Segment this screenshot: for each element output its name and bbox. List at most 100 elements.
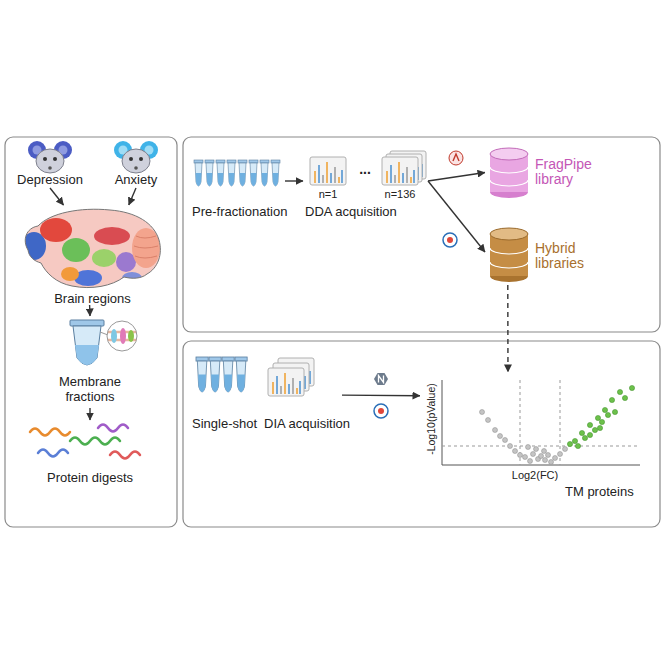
- volcano-plot: [617, 389, 622, 394]
- volcano-plot: [575, 443, 580, 448]
- sample-tubes: [222, 357, 234, 392]
- peptide-squiggles: [70, 438, 120, 445]
- dia-spectra: [268, 358, 314, 396]
- dda-spectra: [310, 151, 426, 185]
- volcano-plot: [503, 438, 508, 443]
- volcano-plot: [534, 447, 539, 452]
- mouse-icon: [122, 149, 150, 173]
- fraction-tubes: [194, 160, 203, 186]
- volcano-plot: [508, 444, 513, 449]
- spectronaut-logo: [443, 233, 457, 247]
- volcano-plot: [563, 447, 568, 452]
- axis-label: Log2(FC): [505, 468, 565, 482]
- brain-illustration: [94, 227, 130, 245]
- mouse-icon: [48, 166, 52, 170]
- tube-illustration: [75, 345, 99, 365]
- sample-tubes: [196, 357, 247, 392]
- volcano-plot: [543, 458, 548, 463]
- volcano-plot: [612, 409, 617, 414]
- stage-caption: DIA acquisition: [264, 416, 342, 431]
- spectronaut-logo: [378, 408, 384, 414]
- stage-caption: Pre-fractionation: [192, 204, 285, 219]
- library-cylinder: [490, 167, 528, 186]
- spectronaut-logo: [374, 404, 388, 418]
- fraction-tubes: [216, 160, 225, 186]
- count-label: n=136: [378, 187, 422, 201]
- brain-illustration: [134, 236, 158, 258]
- volcano-plot: [442, 380, 640, 465]
- flow-arrow: [89, 408, 90, 420]
- volcano-plot: [592, 427, 597, 432]
- mouse-icon: [114, 141, 158, 173]
- peptide-squiggles: [98, 425, 128, 432]
- mouse-icon: [129, 157, 133, 161]
- peptide-squiggles: [30, 429, 70, 436]
- library-cylinder: [490, 228, 528, 240]
- volcano-plot: [523, 455, 528, 460]
- flow-arrow: [129, 188, 136, 205]
- volcano-plot: [486, 418, 491, 423]
- volcano-plot: [629, 385, 634, 390]
- mouse-icon: [134, 166, 138, 170]
- volcano-plot: [513, 449, 518, 454]
- volcano-plot: [518, 453, 523, 458]
- volcano-plot: [442, 380, 640, 465]
- mouse-icon: [53, 157, 57, 161]
- mouse-icon: [28, 141, 72, 173]
- stage-caption: DDA acquisition: [305, 204, 428, 219]
- mouse-icon: [43, 157, 47, 161]
- volcano-plot: [539, 454, 544, 459]
- volcano-plot: [597, 425, 602, 430]
- dia-nn-logo: [374, 373, 388, 385]
- volcano-plot: [602, 407, 607, 412]
- stage-caption: Hybrid libraries: [535, 241, 605, 271]
- fraction-tubes: [205, 160, 214, 186]
- stage-node: Hybrid libraries: [485, 225, 605, 285]
- volcano-plot: [622, 395, 627, 400]
- mouse-icon: [139, 157, 143, 161]
- fragpipe-logo: [453, 154, 459, 161]
- volcano-plot: [480, 410, 568, 465]
- tube-illustration: [70, 320, 140, 365]
- tube-illustration: [73, 326, 101, 365]
- stage-caption: Single-shot: [192, 416, 255, 431]
- tube-illustration: [70, 320, 104, 326]
- volcano-plot: [582, 435, 587, 440]
- volcano-plot: [531, 452, 536, 457]
- fraction-tubes: [249, 160, 258, 186]
- brain-illustration: [62, 238, 90, 262]
- volcano-plot: [605, 412, 610, 417]
- volcano-plot: [546, 453, 551, 458]
- sample-tubes: [209, 357, 221, 392]
- volcano-plot: [572, 438, 577, 443]
- flow-arrow: [50, 188, 64, 205]
- library-cylinder: [490, 248, 528, 268]
- library-cylinder: [490, 148, 528, 198]
- mouse-icon: [36, 149, 64, 173]
- flow-arrow: [285, 180, 303, 181]
- spectronaut-logo: [447, 237, 453, 243]
- brain-illustration: [22, 209, 160, 287]
- dia-nn-logo: [374, 373, 388, 385]
- flow-arrow: [342, 394, 420, 396]
- tube-illustration: [105, 328, 140, 344]
- brain-illustration: [132, 228, 160, 268]
- tube-illustration: [120, 328, 126, 344]
- peptide-squiggles: [30, 425, 140, 459]
- count-label: n=1: [311, 187, 345, 201]
- volcano-plot: [553, 456, 558, 461]
- stage-caption: FragPipe library: [535, 157, 605, 187]
- volcano-plot: [579, 430, 584, 435]
- fraction-tubes: [260, 160, 269, 186]
- dda-spectra: [382, 157, 418, 185]
- stage-node: Brain regions: [20, 205, 165, 305]
- stage-node: Single-shot: [190, 350, 255, 432]
- spectronaut-logo: [443, 233, 457, 247]
- volcano-plot: [549, 460, 554, 465]
- volcano-plot: [587, 432, 592, 437]
- volcano-plot: [480, 410, 485, 415]
- dia-spectra: [268, 368, 304, 396]
